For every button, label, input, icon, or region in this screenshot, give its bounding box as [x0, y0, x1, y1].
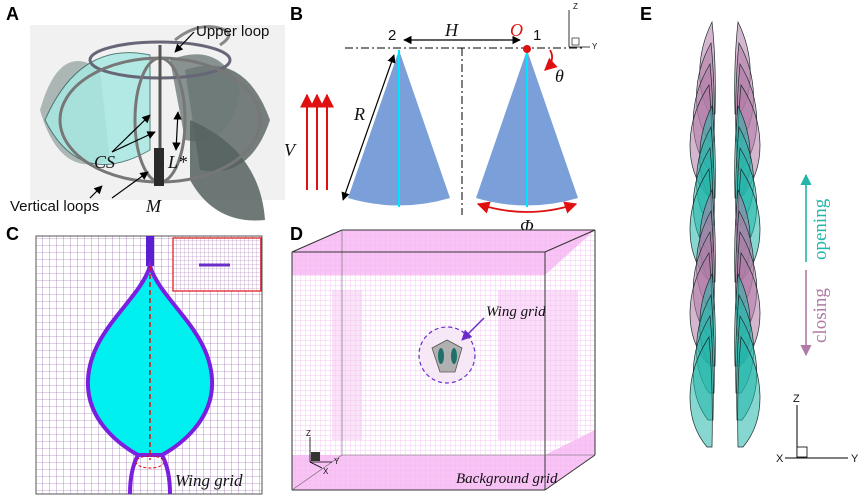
label-d-wing-grid: Wing grid [486, 304, 546, 320]
label-point-2: 2 [388, 27, 396, 44]
phi-arc [476, 201, 578, 214]
d-axis-x-label: X [323, 467, 329, 476]
label-point-1: 1 [533, 27, 541, 44]
panel-c: C Wing grid [6, 224, 263, 495]
panel-b: B H O 2 1 R V θ Φ Z Y [284, 2, 598, 236]
label-h: H [444, 20, 459, 40]
panel-a: A Upper loop CS L* Vertical loops M [6, 4, 285, 221]
e-axis-z-label: Z [793, 393, 800, 405]
d-axis-z-label: Z [306, 429, 311, 438]
label-closing: closing [810, 288, 831, 343]
c-upper-stalk [146, 236, 154, 266]
label-opening: opening [810, 198, 831, 260]
e-wing-sequence [689, 20, 761, 448]
panel-letter-a: A [6, 4, 19, 24]
label-l-star: L* [167, 152, 187, 172]
label-background-grid: Background grid [456, 471, 558, 487]
panel-d: D Wing grid Background grid Z Y X [290, 224, 596, 491]
label-vertical-loops: Vertical loops [10, 198, 99, 215]
wing-silhouette [737, 335, 761, 448]
d-bottom-face [292, 430, 595, 490]
label-m: M [145, 196, 162, 216]
panel-letter-e: E [640, 4, 652, 24]
panel-letter-d: D [290, 224, 303, 244]
d-axis-y-label: Y [334, 457, 340, 466]
label-theta: θ [555, 66, 564, 86]
label-o: O [510, 20, 523, 40]
label-r: R [353, 104, 365, 124]
panel-letter-c: C [6, 224, 19, 244]
panel-letter-b: B [290, 4, 303, 24]
e-axis-y-label: Y [851, 453, 859, 465]
e-axis-x-label: X [776, 453, 784, 465]
label-c-wing-grid: Wing grid [175, 471, 243, 490]
label-v: V [284, 140, 297, 160]
hinge-point-o [523, 45, 531, 53]
b-axis-z-label: Z [573, 2, 578, 11]
label-upper-loop: Upper loop [196, 23, 269, 40]
label-cs: CS [94, 152, 115, 172]
wing-assembly-illustration [30, 25, 285, 221]
panel-e: E opening closing Z Y X [640, 4, 859, 465]
r-arrow [341, 54, 396, 201]
theta-arc [544, 49, 558, 71]
b-axis-y-label: Y [592, 42, 598, 51]
wing-silhouette [689, 335, 713, 448]
